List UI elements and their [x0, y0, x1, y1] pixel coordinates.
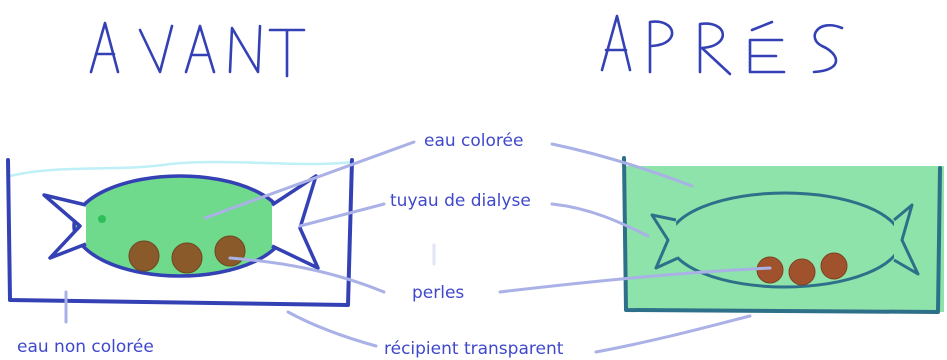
bead	[788, 258, 816, 286]
title-apres-handwritten	[600, 14, 844, 76]
leader-container-before	[286, 310, 378, 348]
container-after	[622, 156, 942, 314]
tubing-right-end-after	[893, 203, 920, 276]
leader-beads-after	[498, 266, 772, 294]
leader-lines	[64, 140, 772, 354]
tubing-left-end-before	[42, 193, 87, 260]
label-colored-water: eau colorée	[424, 131, 524, 151]
container-before	[6, 158, 354, 307]
bead	[171, 242, 203, 274]
bead	[214, 235, 246, 267]
leader-tubing-before	[298, 202, 386, 228]
beads-after	[756, 252, 848, 286]
bead	[820, 252, 848, 280]
leader-colored-water-before	[203, 140, 416, 220]
bead	[756, 256, 784, 284]
label-transparent-container: récipient transparent	[384, 339, 564, 359]
beads-before	[128, 235, 246, 274]
bead	[128, 240, 160, 272]
label-beads: perles	[412, 283, 465, 303]
water-surface-before	[8, 160, 354, 178]
label-uncolored-water: eau non colorée	[17, 337, 154, 357]
leader-container-after	[594, 314, 752, 354]
label-dialysis-tubing: tuyau de dialyse	[390, 191, 531, 211]
leader-beads-before	[228, 256, 386, 294]
leader-colored-water-after	[550, 142, 694, 188]
dye-dot	[98, 215, 106, 223]
leader-tubing-after	[550, 202, 650, 238]
tubing-right-end-before	[271, 174, 320, 270]
tubing-left-end-after	[650, 213, 679, 270]
title-avant-handwritten	[89, 21, 306, 78]
